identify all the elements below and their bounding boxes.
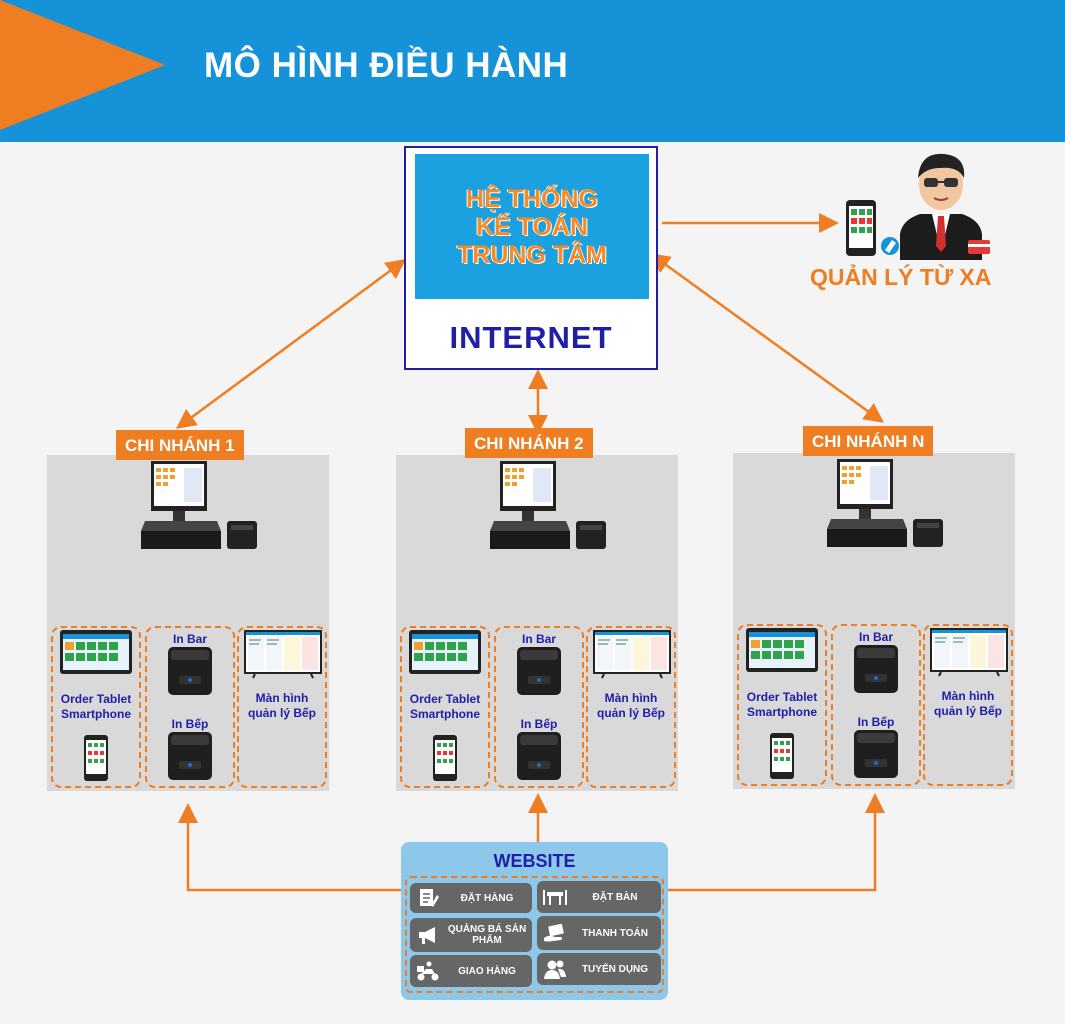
bar-printer-label: In Bar [521,632,556,646]
website-recruitment-button[interactable]: TUYỂN DỤNG [537,953,661,985]
kitchen-screen-label-line: quản lý Bếp [247,706,316,720]
branch-label: CHI NHÁNH 1 [116,430,244,460]
kitchen-screen-label-line: Màn hình [941,689,995,703]
kitchen-screen-icon [593,630,671,679]
smartphone-icon [770,733,794,779]
central-accounting-panel: HỆ THỐNG KẾ TOÁN TRUNG TÂM [415,154,649,299]
kitchen-screen-group [237,626,327,788]
kitchen-screen-icon [930,628,1008,677]
website-features-frame [405,876,664,993]
order-device-label-line: Order Tablet [409,692,481,706]
order-device-label-line: Order Tablet [60,692,132,706]
remote-manager-illustration [846,153,990,260]
bar-printer-icon [517,647,561,695]
header-arrow-shape [0,0,165,130]
central-title-line: KẾ TOÁN [475,212,589,241]
order-device-label: Order Tablet Smartphone [51,692,141,722]
kitchen-screen-group [923,624,1013,786]
website-payment-button[interactable]: THANH TOÁN [537,916,661,950]
website-delivery-button[interactable]: GIAO HÀNG [410,955,532,987]
order-device-label: Order Tablet Smartphone [400,692,490,722]
smartphone-icon [84,735,108,781]
branch-label: CHI NHÁNH N [803,426,934,456]
order-device-label-line: Order Tablet [746,690,818,704]
kitchen-printer-label: In Bếp [520,717,558,731]
printer-group [494,626,584,788]
kitchen-printer-icon [517,732,561,780]
payment-icon [543,922,567,944]
remote-management-label: QUẢN LÝ TỪ XA [810,264,992,290]
website-title: WEBSITE [493,851,576,871]
website-item-label: THANH TOÁN [582,927,648,939]
order-device-group [400,626,490,788]
order-device-label-line: Smartphone [746,705,817,719]
order-device-label: Order Tablet Smartphone [737,690,827,720]
bar-printer-icon [168,647,212,695]
order-device-label-line: Smartphone [409,707,480,721]
website-promotion-button[interactable]: QUẢNG BÁ SẢN PHẨM [410,918,532,952]
bar-printer-label: In Bar [172,632,207,646]
recruit-icon [543,958,567,980]
kitchen-printer-label: In Bếp [857,715,895,729]
website-item-label: ĐẶT HÀNG [460,892,514,904]
kitchen-printer-label: In Bếp [171,717,209,731]
kitchen-printer-icon [168,732,212,780]
branch-label: CHI NHÁNH 2 [465,428,593,458]
header-bar [0,0,1065,142]
tablet-icon [409,630,481,674]
pen-tablet-icon [881,237,899,255]
website-item-label: GIAO HÀNG [458,965,516,977]
printer-group [145,626,235,788]
pos-terminal-icon [827,459,943,547]
bar-printer-label: In Bar [858,630,893,644]
tablet-icon [60,630,132,674]
delivery-icon [416,960,440,982]
kitchen-printer-icon [854,730,898,778]
order-device-group [737,624,827,786]
table-icon [543,886,567,908]
kitchen-screen-label-line: Màn hình [255,691,309,705]
bar-printer-icon [854,645,898,693]
central-title-line: TRUNG TÂM [457,240,607,269]
order-icon [416,887,440,909]
printer-group [831,624,921,786]
credit-card-icon [968,240,990,254]
page-title: MÔ HÌNH ĐIỀU HÀNH [204,46,569,85]
website-table-booking-button[interactable]: ĐẶT BÀN [537,881,661,913]
kitchen-screen-label-line: quản lý Bếp [933,704,1002,718]
kitchen-screen-label: Màn hình quản lý Bếp [923,689,1013,719]
central-title-line: HỆ THỐNG [466,184,598,213]
pos-terminal-icon [141,461,257,549]
order-device-group [51,626,141,788]
phone-icon [846,200,876,256]
order-device-label-line: Smartphone [60,707,131,721]
website-item-label: QUẢNG BÁ SẢN PHẨM [447,924,527,946]
pos-terminal-icon [490,461,606,549]
website-item-label: ĐẶT BÀN [592,891,638,903]
kitchen-screen-label: Màn hình quản lý Bếp [237,691,327,721]
website-order-button[interactable]: ĐẶT HÀNG [410,883,532,913]
kitchen-screen-icon [244,630,322,679]
kitchen-screen-group [586,626,676,788]
megaphone-icon [416,924,440,946]
tablet-icon [746,628,818,672]
manager-avatar-icon [900,153,982,260]
kitchen-screen-label-line: Màn hình [604,691,658,705]
kitchen-screen-label-line: quản lý Bếp [596,706,665,720]
smartphone-icon [433,735,457,781]
kitchen-screen-label: Màn hình quản lý Bếp [586,691,676,721]
internet-label: INTERNET [449,320,613,355]
website-item-label: TUYỂN DỤNG [581,963,649,975]
